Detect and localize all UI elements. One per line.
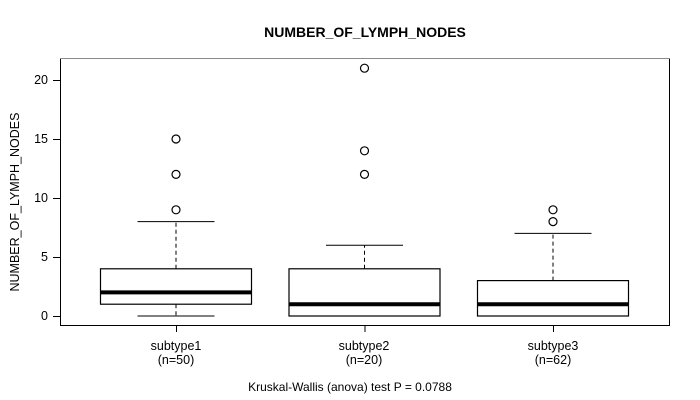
y-tick-label-10: 10 <box>34 191 48 205</box>
group-name: subtype2 <box>338 339 390 353</box>
y-tick-label-20: 20 <box>34 73 48 87</box>
x-tick-label-subtype3: subtype3 (n=62) <box>483 339 623 367</box>
chart-title: NUMBER_OF_LYMPH_NODES <box>264 24 466 40</box>
y-tick-label-5: 5 <box>41 250 48 264</box>
group-name: subtype3 <box>527 339 579 353</box>
group-n: (n=20) <box>345 352 383 367</box>
boxplot-group-subtype3 <box>476 205 630 317</box>
outlier-point <box>359 146 370 156</box>
outlier-point <box>548 205 558 215</box>
x-tick-label-subtype1: subtype1 (n=50) <box>106 339 246 367</box>
group-name: subtype1 <box>150 339 202 353</box>
boxplot-group-subtype2 <box>288 63 441 317</box>
outlier-point <box>171 205 181 215</box>
outlier-point <box>548 217 558 227</box>
x-tick-label-subtype2: subtype2 (n=20) <box>294 339 434 367</box>
y-tick-label-15: 15 <box>34 132 48 146</box>
statistical-test-caption: Kruskal-Wallis (anova) test P = 0.0788 <box>248 380 452 394</box>
outlier-point <box>359 169 370 179</box>
y-tick-label-0: 0 <box>41 309 48 323</box>
group-n: (n=62) <box>534 352 572 367</box>
outlier-point <box>359 63 370 73</box>
outlier-point <box>171 169 181 179</box>
iqr-box <box>99 268 253 305</box>
iqr-box <box>476 280 630 317</box>
iqr-box <box>288 268 441 317</box>
outlier-point <box>171 134 181 144</box>
boxplot-group-subtype1 <box>99 134 253 317</box>
group-n: (n=50) <box>157 352 195 367</box>
